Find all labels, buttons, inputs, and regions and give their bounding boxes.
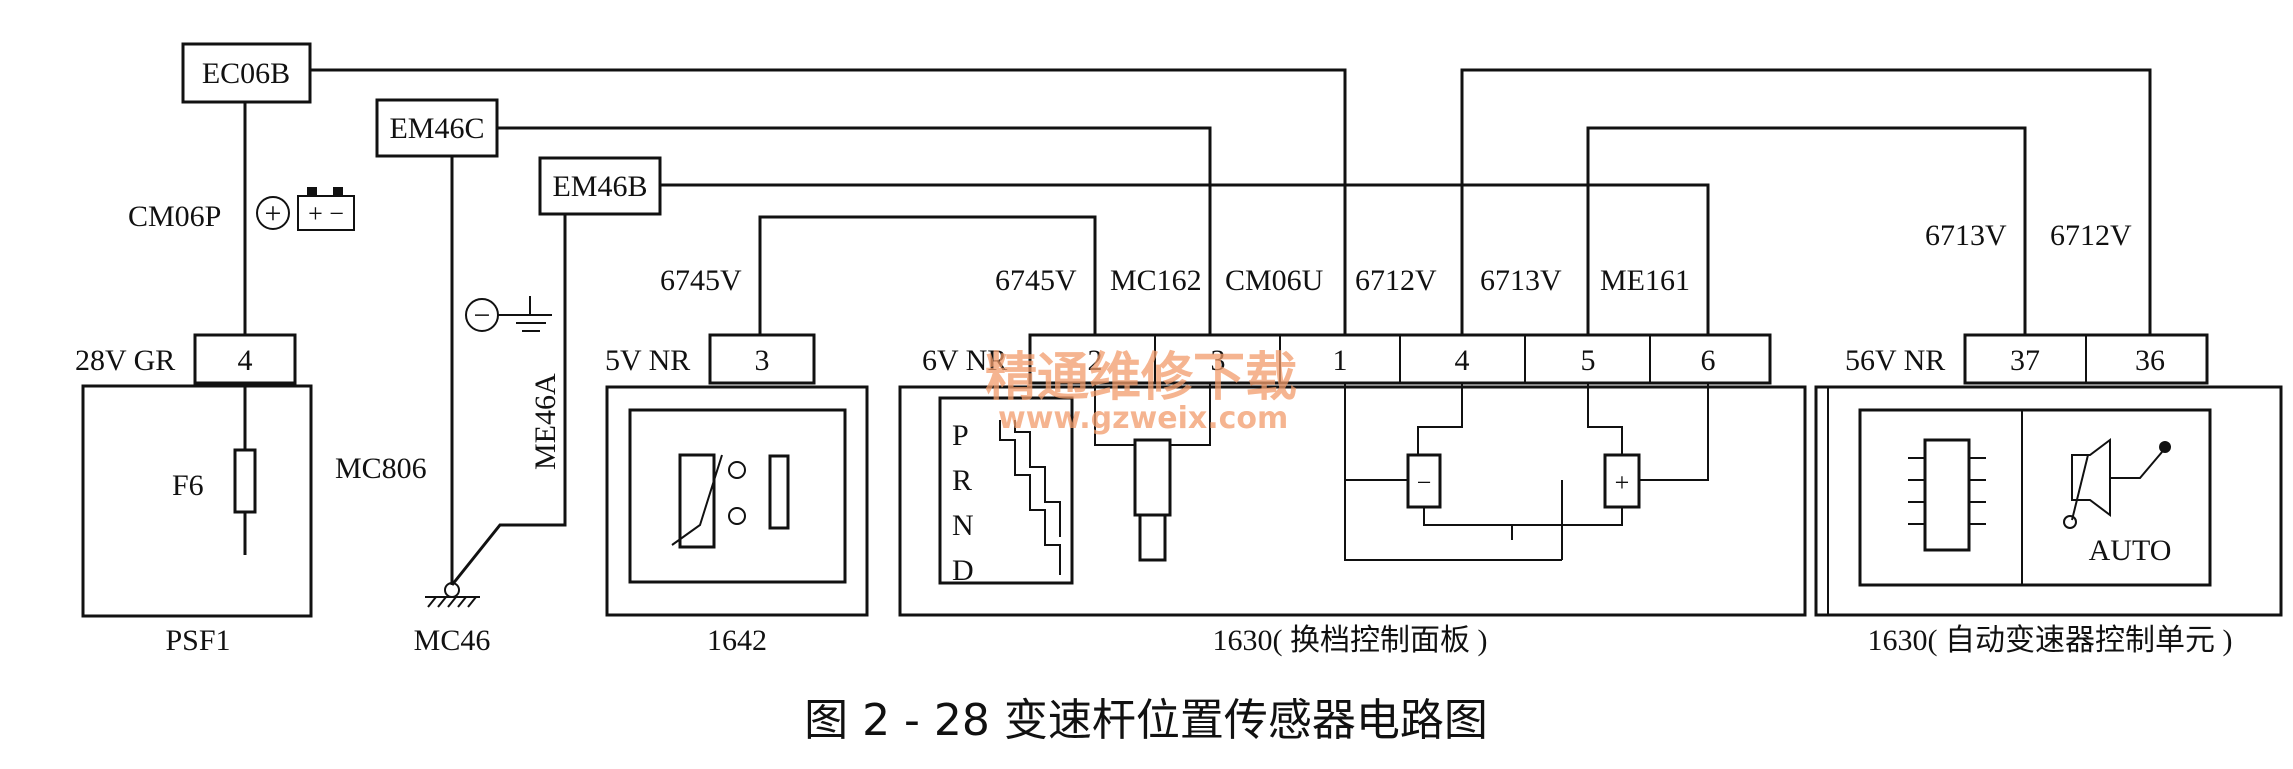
panel-plug-label: 6V NR (922, 344, 1007, 377)
gear-d: D (952, 554, 974, 587)
auto-label: AUTO (2089, 534, 2172, 567)
wire-6713v-b: 6713V (1925, 219, 2007, 252)
gear-r: R (952, 464, 972, 497)
positive-symbol: + (256, 196, 290, 230)
svg-text:+: + (265, 197, 282, 230)
panel-pin-2: 2 (1088, 344, 1103, 377)
wire-labels: CM06P MC806 ME46A 6745V 6745V MC162 CM06… (128, 200, 2132, 485)
c1642-label: 1642 (707, 624, 767, 657)
shift-panel-component: 6V NR 2 3 1 4 5 6 P R N D − + 1630( 换档控制… (898, 333, 1807, 657)
fuse-f6: F6 (172, 469, 204, 502)
gear-n: N (952, 509, 974, 542)
ecu-label: 1630( 自动变速器控制单元 ) (1868, 624, 2233, 657)
switch-plus: + (1615, 468, 1630, 497)
panel-pin-5: 5 (1581, 344, 1596, 377)
negative-symbol: − (465, 298, 499, 332)
switch-minus: − (1417, 468, 1432, 497)
panel-pin-1: 1 (1333, 344, 1348, 377)
svg-text:+ −: + − (308, 199, 344, 228)
em46b-label: EM46B (552, 170, 647, 203)
em46c-label: EM46C (389, 112, 484, 145)
component-1642: 5V NR 3 1642 (605, 333, 869, 657)
ecu-plug-label: 56V NR (1845, 344, 1945, 377)
wire-6712v-a: 6712V (1355, 264, 1437, 297)
connector-em46c: EM46C (375, 98, 499, 158)
ecu-pin-37: 37 (2010, 344, 2040, 377)
wire-cm06u: CM06U (1225, 264, 1324, 297)
connector-em46b: EM46B (538, 156, 662, 216)
p1642-pin-3: 3 (755, 344, 770, 377)
chassis-ground-icon (425, 582, 480, 608)
panel-pin-4: 4 (1455, 344, 1470, 377)
watermark-line1: 精通维修下载 (985, 348, 1297, 408)
wire-mc806: MC806 (335, 452, 427, 485)
ecu-pin-36: 36 (2135, 344, 2165, 377)
ec06b-label: EC06B (202, 57, 290, 90)
gear-p: P (952, 419, 969, 452)
watermark-line2: www.gzweix.com (998, 401, 1288, 436)
wire-cm06p: CM06P (128, 200, 221, 233)
p1642-plug-label: 5V NR (605, 344, 690, 377)
psf1-plug-label: 28V GR (75, 344, 175, 377)
psf1-component: 28V GR 4 F6 PSF1 (75, 333, 313, 657)
wire-6713v-a: 6713V (1480, 264, 1562, 297)
panel-label: 1630( 换档控制面板 ) (1213, 624, 1488, 657)
panel-pin-3: 3 (1211, 344, 1226, 377)
wire-6712v-b: 6712V (2050, 219, 2132, 252)
wire-me46a: ME46A (529, 373, 562, 470)
wire-6745v-a: 6745V (660, 264, 742, 297)
psf1-pin-4: 4 (238, 344, 253, 377)
mc46-label: MC46 (414, 624, 491, 657)
ecu-component: 56V NR 37 36 AUTO 1630( 自动变速器控制单元 ) (1814, 333, 2283, 657)
connector-ec06b: EC06B (181, 42, 312, 104)
watermark: 精通维修下载 www.gzweix.com (985, 348, 1297, 436)
panel-pin-6: 6 (1701, 344, 1716, 377)
psf1-label: PSF1 (165, 624, 230, 657)
wires (243, 68, 2152, 586)
svg-text:−: − (474, 299, 491, 332)
wire-me161: ME161 (1600, 264, 1690, 297)
wire-6745v-b: 6745V (995, 264, 1077, 297)
wire-mc162: MC162 (1110, 264, 1202, 297)
ground-icon (498, 296, 552, 332)
battery-icon: + − (297, 187, 355, 231)
figure-caption: 图 2 - 28 变速杆位置传感器电路图 (804, 695, 1488, 746)
